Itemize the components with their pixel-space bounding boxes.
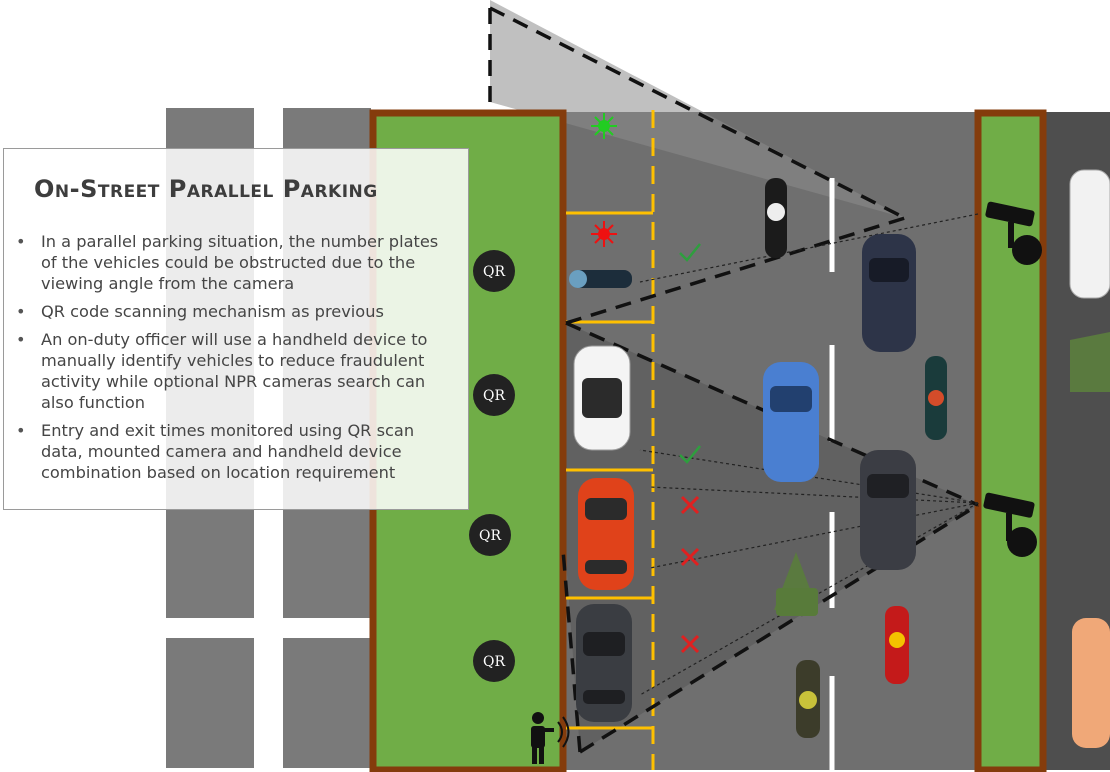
qr-badge-label: QR	[483, 654, 505, 670]
bullet-item: QR code scanning mechanism as previous	[16, 301, 456, 322]
camera-coverage-bottom	[566, 323, 978, 752]
qr-badge: QR	[473, 640, 515, 682]
cctv-camera-icon	[983, 492, 1037, 557]
info-panel: On-Street Parallel Parking In a parallel…	[3, 148, 469, 510]
qr-badge: QR	[469, 514, 511, 556]
motorbike-yellow	[796, 660, 820, 738]
bullet-list: In a parallel parking situation, the num…	[16, 231, 456, 490]
parked-car-red	[578, 478, 634, 590]
moving-car-navy	[862, 234, 916, 352]
qr-badge: QR	[473, 374, 515, 416]
parking-bay-lines	[566, 110, 655, 770]
qr-badge: QR	[473, 250, 515, 292]
bullet-item: An on-duty officer will use a handheld d…	[16, 329, 456, 413]
qr-badge-label: QR	[483, 388, 505, 404]
cross-mark-icon	[680, 634, 700, 654]
cross-mark-icon	[680, 547, 700, 567]
green-indicator-light-icon	[591, 113, 617, 139]
motorbike-red	[885, 606, 909, 684]
far-tuk-tuk	[1070, 332, 1110, 392]
qr-badge-label: QR	[483, 264, 505, 280]
status-marks	[679, 243, 701, 654]
tuk-tuk-green	[774, 552, 818, 616]
bullet-item: Entry and exit times monitored using QR …	[16, 420, 456, 483]
motorbike-teal	[925, 356, 947, 440]
red-indicator-light-icon	[591, 221, 617, 247]
qr-badge-label: QR	[479, 528, 501, 544]
cctv-camera-icon	[985, 201, 1042, 265]
motorbike-white	[765, 178, 787, 258]
moving-car-blue	[763, 362, 819, 482]
parked-scooter	[569, 270, 632, 288]
far-car-white	[1069, 169, 1110, 299]
far-car-orange	[1072, 618, 1110, 748]
camera-coverage-top	[490, 0, 905, 218]
parked-car-dark	[576, 604, 632, 722]
vehicles	[569, 169, 1110, 748]
check-mark-icon	[679, 445, 701, 464]
check-mark-icon	[679, 243, 701, 262]
cross-mark-icon	[680, 495, 700, 515]
panel-title: On-Street Parallel Parking	[34, 175, 378, 203]
moving-car-dark	[860, 450, 916, 570]
officer-handheld-device-icon	[531, 712, 570, 764]
bullet-item: In a parallel parking situation, the num…	[16, 231, 456, 294]
parked-car-white	[573, 345, 631, 451]
